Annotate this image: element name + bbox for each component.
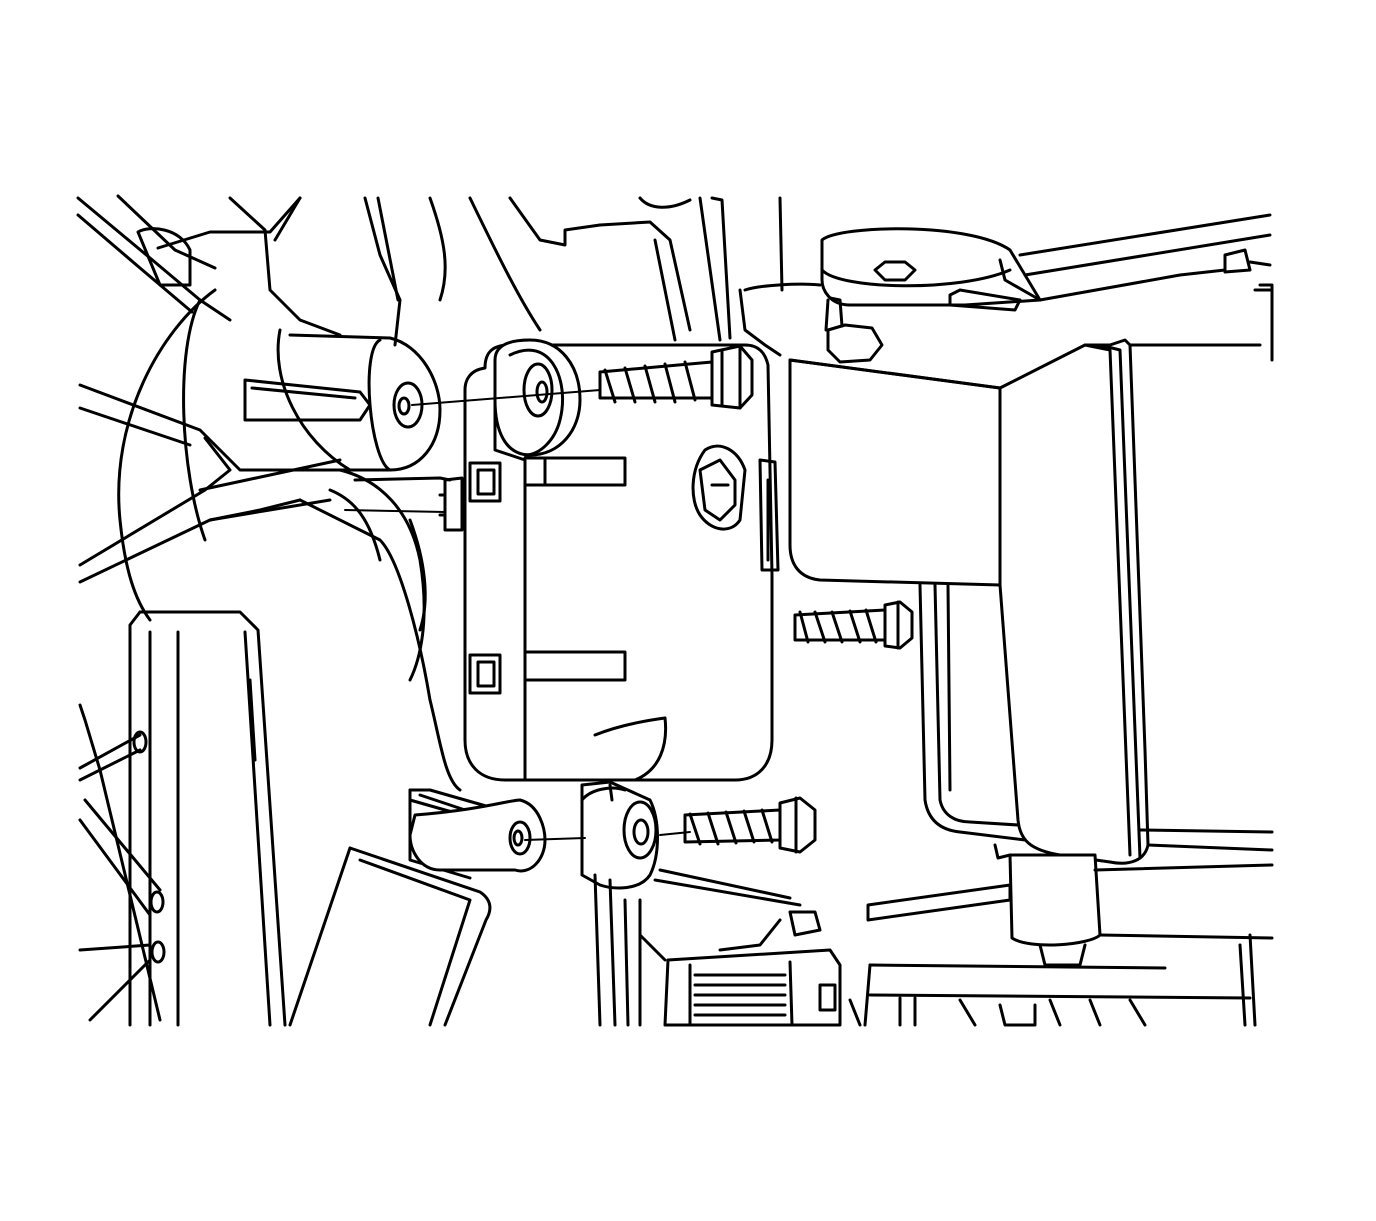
lower-duct-panel [78,498,502,1027]
actuator-module [408,338,780,890]
actuator-screw-top [598,344,754,410]
wiring-connector [593,868,862,1027]
actuator-screw-middle [793,600,914,650]
blower-fan-housing [76,194,784,682]
hvac-case [738,213,1274,1027]
actuator-screw-bottom [683,796,817,854]
